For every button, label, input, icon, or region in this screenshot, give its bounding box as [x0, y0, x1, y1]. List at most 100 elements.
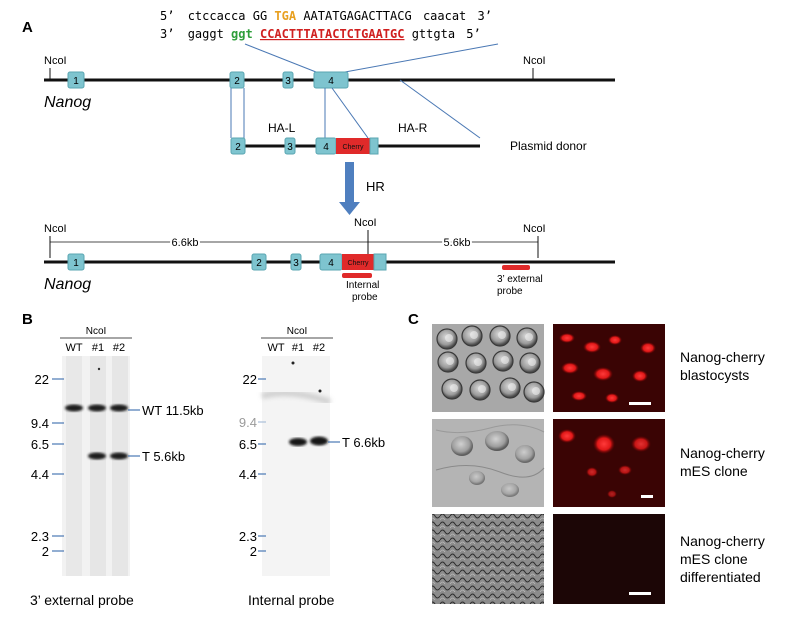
blot-2-marker-22: 22: [243, 372, 257, 387]
exon-1-label-bottom: 1: [73, 258, 79, 269]
external-probe-line-1: 3’ external: [497, 274, 543, 285]
scale-bar-2: [641, 495, 653, 498]
ha-line-5: [399, 79, 481, 139]
blot-2-membrane: [262, 356, 330, 576]
exon-4-label-top: 4: [328, 76, 334, 87]
blot-1-band-wt-lane-wt: [65, 404, 83, 412]
ncoi-label-top-right: NcoI: [523, 55, 546, 67]
blot-2-band-t-lane-2: [310, 436, 328, 446]
seq-top-stop-codon: TGA: [274, 9, 296, 23]
blot-2-smear: [261, 390, 331, 405]
blastocyst-cavity: [474, 358, 482, 366]
row-1-line-1: Nanog-cherry: [680, 349, 765, 365]
exon-2-top: [229, 71, 245, 89]
blot-1-band-wt-lane-1: [88, 404, 106, 412]
blot-1-lane-wt: WT: [65, 342, 82, 354]
gene-label-top: Nanog: [44, 94, 91, 111]
seq-bottom-3prime: 3’: [160, 27, 174, 41]
blot-1-marker-6.5: 6.5: [31, 437, 49, 452]
image-differentiated-brightfield: [432, 514, 544, 604]
blot-1-marker-2.3: 2.3: [31, 529, 49, 544]
blastocyst-cavity: [508, 383, 516, 391]
hr-arrow-shaft: [345, 162, 354, 204]
exon-1-top: [67, 71, 85, 89]
panel-a: A 5’ ctccacca GG TGA AATATGAGACTTACG caa…: [22, 9, 615, 303]
row-3-line-3: differentiated: [680, 569, 761, 585]
blot-1-header: NcoI: [86, 326, 107, 337]
exon-3-bottom: [290, 253, 302, 271]
ha-line-4: [331, 87, 369, 139]
blot-2-lane-wt: WT: [267, 342, 284, 354]
blot-2-marker-9.4: 9.4: [239, 415, 257, 430]
blot-1-marker-9.4: 9.4: [31, 416, 49, 431]
external-probe-label: 3’ external probe: [497, 274, 546, 297]
blot-2-band-t-lane-1: [289, 438, 307, 446]
cherry-label-donor: Cherry: [342, 144, 364, 151]
sequence-bottom: 3’ gaggt ggt CCACTTTATACTCTGAATGC gttgta…: [160, 27, 481, 41]
internal-probe-bar: [342, 273, 372, 278]
blot-2-caption: Internal probe: [248, 592, 335, 608]
seq-bottom-pam: ggt: [231, 27, 253, 41]
exon-4-tail-donor: [369, 137, 379, 155]
cherry-box-donor: [336, 138, 370, 154]
internal-probe-line-2: probe: [352, 292, 378, 303]
exon-4-top: [313, 71, 349, 89]
exon-4-label-bottom: 4: [328, 258, 334, 269]
panel-a-label: A: [22, 19, 33, 36]
blot-1-marker-2: 2: [42, 544, 49, 559]
exon-1-label-top: 1: [73, 76, 79, 87]
image-differentiated-fluorescence: [553, 514, 665, 604]
external-probe-bar: [502, 265, 530, 270]
exon-3-donor: [284, 137, 296, 155]
external-probe-line-2: probe: [497, 286, 523, 297]
row-2-label: Nanog-cherry mES clone: [680, 445, 769, 479]
panel-c: C Nanog-cherry blastocysts: [408, 311, 769, 604]
blot-1-band-label-wt: WT 11.5kb: [142, 403, 204, 418]
exon-2-bottom: [251, 253, 267, 271]
exon-1-bottom: [67, 253, 85, 271]
fluorescent-embryo: [608, 335, 622, 345]
exon-3-label-donor: 3: [287, 142, 293, 153]
blastocyst-cavity: [525, 333, 533, 341]
blot-1-caption: 3’ external probe: [30, 592, 134, 608]
blastocyst-cavity: [446, 357, 454, 365]
ncoi-label-top-left: NcoI: [44, 55, 67, 67]
blastocyst-cavity: [501, 356, 509, 364]
panel-b-label: B: [22, 311, 33, 328]
row-3-label: Nanog-cherry mES clone differentiated: [680, 533, 769, 585]
seq-top-pre: ctccacca: [188, 9, 246, 23]
fluorescent-embryo: [561, 362, 579, 374]
exon-3-label-bottom: 3: [293, 258, 299, 269]
ncoi-label-bottom-left: NcoI: [44, 223, 67, 235]
seq-bottom-guide: CCACTTTATACTCTGAATGC: [260, 27, 405, 41]
exon-2-donor: [230, 137, 246, 155]
seq-bottom-5prime: 5’: [466, 27, 480, 41]
zoom-line-right: [344, 43, 499, 73]
exon-2-label-donor: 2: [235, 142, 241, 153]
seq-top-3prime: 3’: [478, 9, 492, 23]
cherry-label-bottom: Cherry: [347, 260, 369, 267]
exon-3-top: [282, 71, 294, 89]
blot-2-band-label-t: T 6.6kb: [342, 435, 385, 450]
image-mes-brightfield: [432, 419, 545, 507]
exon-2-label-top: 2: [234, 76, 240, 87]
row-3-line-2: mES clone: [680, 551, 748, 567]
sequence-top: 5’ ctccacca GG TGA AATATGAGACTTACG caaca…: [160, 9, 492, 23]
fluorescent-embryo: [583, 341, 601, 353]
row-3-line-1: Nanog-cherry: [680, 533, 765, 549]
fluorescent-embryo: [559, 333, 575, 343]
row-2-line-1: Nanog-cherry: [680, 445, 765, 461]
fluorescent-embryo: [593, 367, 613, 381]
blot-2-speck-2: [318, 389, 322, 393]
blot-1-band-t-lane-2: [110, 452, 128, 460]
cherry-box-bottom: [342, 254, 374, 270]
blot-1-lane-1: #1: [92, 342, 104, 354]
fluorescent-embryo: [571, 391, 587, 401]
seq-top-5prime: 5’: [160, 9, 174, 23]
image-blastocysts-brightfield: [432, 324, 545, 412]
seq-bottom-post: gttgta: [412, 27, 455, 41]
blot-internal: NcoI WT #1 #2 22 9.4 6.5 4.4 2.3 2 T 6: [239, 326, 385, 608]
blot-2-header: NcoI: [287, 326, 308, 337]
blot-1-lane-shade-3: [112, 356, 128, 576]
